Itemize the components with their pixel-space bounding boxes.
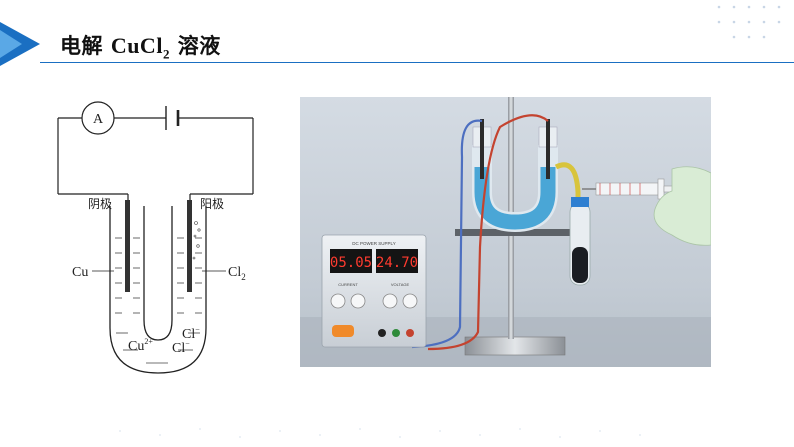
anode-electrode bbox=[187, 200, 192, 292]
anode-label: 阳极 bbox=[200, 197, 224, 211]
copper-ion-label: Cu2+ bbox=[128, 337, 153, 354]
ammeter-icon bbox=[81, 101, 115, 135]
title-formula-main: CuCl bbox=[110, 33, 163, 58]
voltage-display bbox=[376, 249, 418, 273]
copper-ion-symbol: Cu bbox=[128, 339, 144, 354]
chlorine-bubbles bbox=[192, 221, 201, 260]
title-underline bbox=[40, 62, 794, 63]
copper-label: Cu bbox=[72, 265, 88, 280]
decorative-dot-grid bbox=[717, 5, 781, 39]
current-coarse-knob bbox=[330, 293, 346, 309]
chlorine-gas-label: Cl2 bbox=[228, 265, 246, 282]
current-fine-knob bbox=[350, 293, 366, 309]
current-knob-label: CURRENT bbox=[338, 282, 358, 287]
chloride-ion-bottom-charge: − bbox=[185, 339, 190, 348]
title-prefix: 电解 bbox=[60, 34, 111, 58]
power-switch bbox=[332, 325, 354, 337]
decorative-bottom-dots bbox=[119, 428, 641, 438]
voltage-fine-knob bbox=[402, 293, 418, 309]
terminal-negative bbox=[378, 329, 386, 337]
u-tube bbox=[109, 206, 207, 374]
chloride-ion-right-symbol: Cl bbox=[182, 327, 195, 342]
voltage-knob-label: VOLTAGE bbox=[391, 282, 410, 287]
gas-delivery-tube bbox=[554, 162, 581, 205]
test-tube bbox=[569, 197, 591, 286]
title-formula: CuCl2 bbox=[110, 33, 170, 62]
corner-accent-light bbox=[0, 30, 22, 58]
electrolysis-circuit-diagram: A 阴极 阳极 Cu Cl2 Cu2+ Cl− Cl− bbox=[57, 101, 254, 374]
voltage-coarse-knob bbox=[382, 293, 398, 309]
cathode-label: 阴极 bbox=[88, 197, 112, 211]
terminal-ground bbox=[392, 329, 400, 337]
chloride-ion-label-bottom: Cl− bbox=[172, 339, 190, 356]
cathode-electrode bbox=[125, 200, 130, 292]
page-title: 电解 CuCl2 溶液 bbox=[60, 30, 221, 62]
blue-wire bbox=[411, 119, 483, 349]
supply-label: DC POWER SUPPLY bbox=[352, 241, 395, 246]
chlorine-gas-symbol: Cl bbox=[228, 265, 241, 280]
dc-power-supply: DC POWER SUPPLY 05.05 24.70 CURRENT VOLT… bbox=[321, 234, 427, 348]
title-suffix: 溶液 bbox=[169, 34, 221, 58]
chloride-ion-bottom-symbol: Cl bbox=[172, 341, 185, 356]
clamp-arm bbox=[455, 229, 585, 236]
ammeter-label: A bbox=[93, 112, 104, 127]
title-formula-sub: 2 bbox=[162, 46, 170, 62]
terminal-positive bbox=[406, 329, 414, 337]
chloride-ion-right-charge: − bbox=[195, 325, 200, 334]
gloved-hand bbox=[653, 166, 711, 246]
copper-ion-charge: 2+ bbox=[144, 337, 153, 346]
stand-base bbox=[464, 336, 566, 356]
chlorine-gas-subscript: 2 bbox=[241, 272, 246, 282]
voltage-readout: 24.70 bbox=[376, 255, 418, 271]
chloride-ion-label-right: Cl− bbox=[182, 325, 200, 342]
solution-marks bbox=[115, 237, 202, 364]
current-readout: 05.05 bbox=[330, 255, 372, 271]
red-wire bbox=[427, 114, 549, 351]
apparatus-photo: DC POWER SUPPLY 05.05 24.70 CURRENT VOLT… bbox=[300, 97, 711, 367]
current-display bbox=[330, 249, 372, 273]
